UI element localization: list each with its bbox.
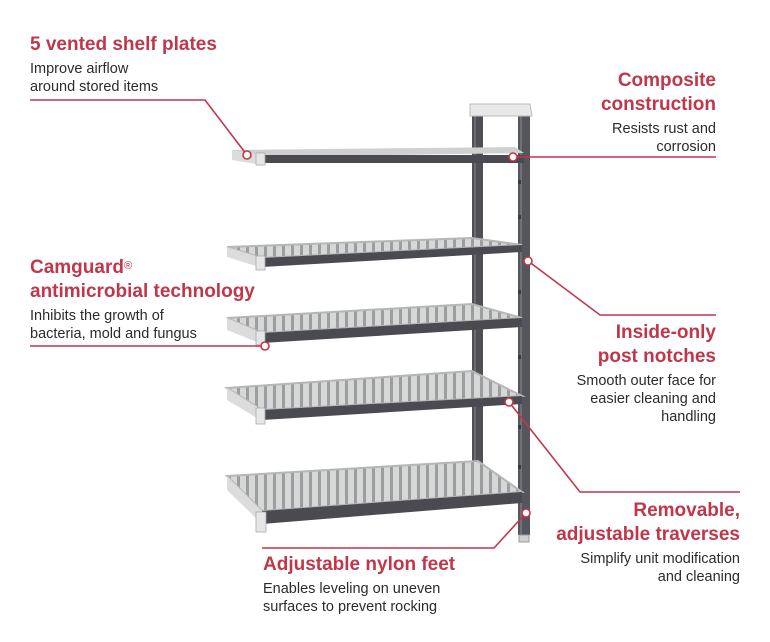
callout-title-line: Composite [617, 70, 716, 91]
shelf-plate-5 [224, 459, 525, 533]
callout-post-notches: Inside-only post notches Smooth outer fa… [577, 321, 716, 426]
callout-vented-shelf-plates: 5 vented shelf plates Improve airflow ar… [30, 33, 217, 96]
callout-title-line: adjustable traverses [556, 524, 740, 545]
callout-desc-line: Inhibits the growth of [30, 308, 164, 324]
callout-title: Removable, adjustable traverses [556, 499, 740, 547]
callout-description: Inhibits the growth of bacteria, mold an… [30, 307, 255, 343]
callout-title-line: Removable, [633, 500, 740, 521]
callout-desc-line: easier cleaning and [590, 391, 716, 407]
callout-camguard: Camguard® antimicrobial technology Inhib… [30, 256, 255, 343]
callout-title-line: Camguard [30, 257, 124, 278]
shelf-plate-4 [223, 369, 526, 425]
nylon-foot [518, 534, 530, 543]
callout-nylon-feet: Adjustable nylon feet Enables leveling o… [263, 553, 455, 616]
callout-description: Simplify unit modification and cleaning [556, 550, 740, 586]
callout-desc-line: handling [661, 409, 716, 425]
callout-title: Adjustable nylon feet [263, 554, 456, 575]
callout-desc-line: Smooth outer face for [576, 373, 716, 389]
callout-desc-line: Simplify unit modification [580, 551, 740, 567]
callout-title-line: construction [600, 94, 716, 115]
callout-title-line: post notches [597, 346, 716, 367]
shelf-plate-3 [226, 302, 523, 346]
callout-title: Inside-only post notches [577, 321, 716, 369]
callout-desc-line: Enables leveling on uneven [263, 581, 441, 597]
callout-description: Smooth outer face for easier cleaning an… [577, 372, 716, 426]
callout-description: Enables leveling on uneven surfaces to p… [263, 580, 455, 616]
callout-title: Camguard® antimicrobial technology [30, 256, 255, 304]
leader-notches [527, 260, 716, 316]
leader-feet [262, 512, 527, 549]
leader-traverses [508, 401, 740, 493]
callout-desc-line: surfaces to prevent rocking [263, 599, 438, 615]
registered-mark: ® [123, 260, 133, 272]
callout-title-line: antimicrobial technology [30, 281, 255, 302]
callout-desc-line: Improve airflow [30, 61, 129, 77]
shelf-plate-2 [226, 236, 523, 271]
callout-desc-line: corrosion [656, 139, 716, 155]
callout-desc-line: around stored items [30, 79, 159, 95]
callout-composite-construction: Composite construction Resists rust and … [601, 69, 716, 156]
callout-removable-traverses: Removable, adjustable traverses Simplify… [556, 499, 740, 586]
callout-desc-line: bacteria, mold and fungus [30, 326, 197, 342]
callout-desc-line: Resists rust and [612, 121, 716, 137]
post-top-cap [469, 103, 533, 117]
post-notches [518, 180, 521, 469]
callout-desc-line: and cleaning [657, 569, 740, 585]
callout-description: Improve airflow around stored items [30, 60, 217, 96]
rear-post [472, 110, 483, 475]
callout-title: 5 vented shelf plates [30, 34, 217, 55]
callout-title-line: Inside-only [615, 322, 716, 343]
leader-lines [30, 99, 740, 549]
callout-description: Resists rust and corrosion [601, 120, 716, 156]
shelf-plate-1 [232, 147, 524, 166]
leader-dots [242, 150, 533, 518]
leader-vented [30, 99, 248, 156]
callout-title: Composite construction [601, 69, 716, 117]
